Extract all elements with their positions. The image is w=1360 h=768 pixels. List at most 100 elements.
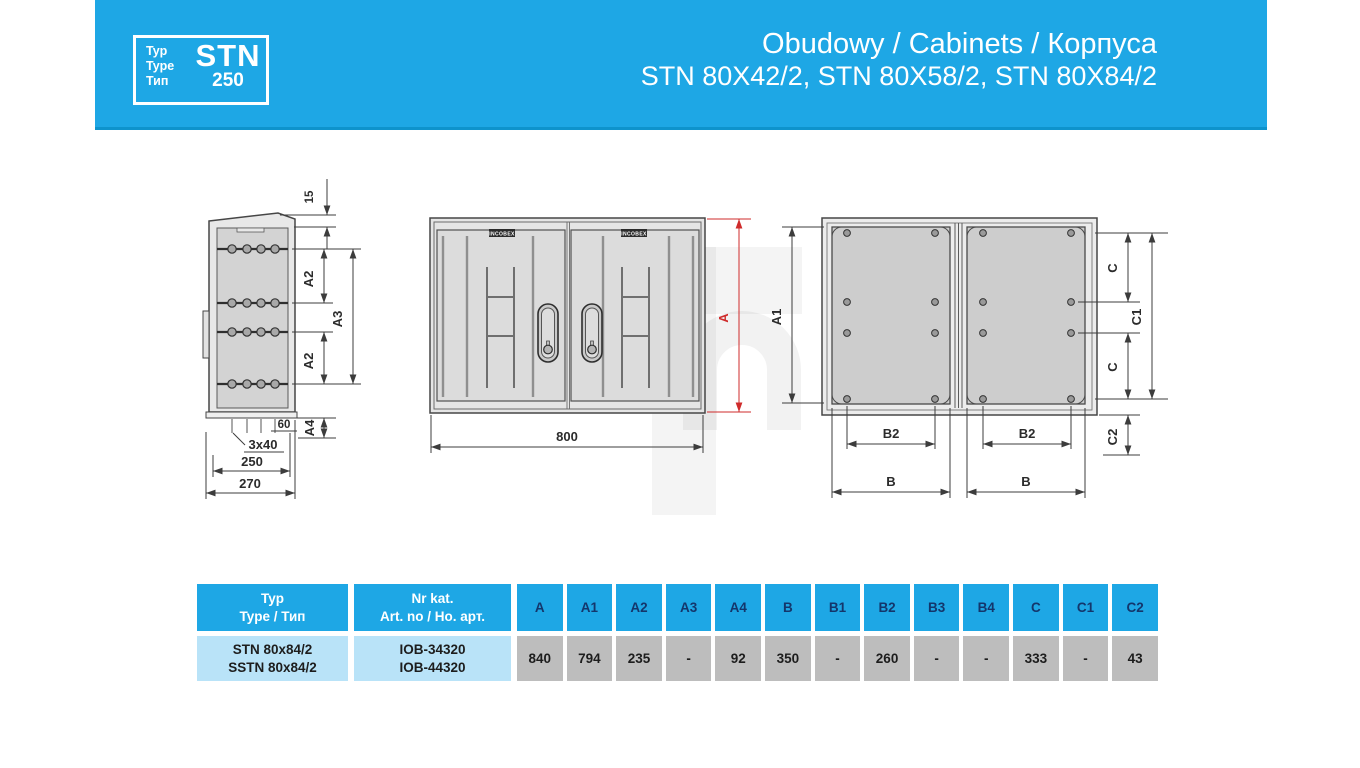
side-view-drawing: 15 A2 A3 A2 A4 60 3x40 250 270	[202, 179, 361, 499]
type-box: Typ Type Тип STN 250	[133, 35, 269, 105]
rear-panel-left	[831, 226, 951, 405]
cell-value-b1: -	[814, 636, 861, 681]
cell-value-c: 333	[1013, 636, 1059, 681]
rear-center-split	[954, 223, 963, 408]
cell-value-a2: 235	[616, 636, 662, 681]
side-dimensions	[205, 179, 361, 499]
type-label-typ: Typ	[146, 44, 168, 58]
brand-badge-left	[489, 229, 515, 237]
rear-panel-right	[966, 226, 1086, 405]
front-inner-frame	[433, 221, 702, 410]
drawings-svg: 15 A2 A3 A2 A4 60 3x40 250 270	[202, 179, 1168, 515]
door-handle-left	[537, 303, 559, 363]
dim-table: Typ Type / Тип Nr kat. Art. no / Но. арт…	[197, 584, 1158, 681]
th-art-line2: Art. no / Но. арт.	[380, 608, 485, 624]
dim-roof-offset-label: 15	[304, 190, 316, 203]
column-header-c: C	[1013, 584, 1059, 631]
dim-b2-right-label: B2	[1019, 426, 1036, 441]
panel-corner-notches	[831, 226, 1086, 405]
dim-b-right-label: B	[1021, 474, 1030, 489]
front-view-drawing: INCOBEX INCOBEX 800	[429, 217, 751, 453]
bolts	[227, 244, 280, 389]
cell-value-b: 350	[765, 636, 811, 681]
dim-c1-label: C1	[1129, 309, 1144, 326]
header-band: Typ Type Тип STN 250 Obudowy / Cabinets …	[95, 0, 1267, 130]
cell-value-b4: -	[963, 636, 1010, 681]
dim-a2-top-label: A2	[301, 271, 316, 288]
th-type: Typ Type / Тип	[197, 584, 348, 631]
dim-a2-bottom-label: A2	[301, 353, 316, 370]
side-hinge	[202, 310, 210, 359]
door-handle-right	[581, 303, 603, 363]
rear-view-drawing: A1 C C C1 C2 B2 B2 B B	[769, 217, 1168, 498]
side-base	[205, 411, 298, 419]
dim-height-a-label: A	[716, 313, 731, 323]
page-subtitle: STN 80X42/2, STN 80X58/2, STN 80X84/2	[640, 61, 1157, 92]
dim-c-upper-label: C	[1105, 263, 1120, 273]
cell-art-no: IOB-34320 IOB-44320	[354, 636, 511, 681]
technical-drawings: 15 A2 A3 A2 A4 60 3x40 250 270	[0, 150, 1360, 540]
rear-dimensions	[782, 226, 1168, 498]
type-label-tip: Тип	[146, 74, 169, 88]
cell-value-b3: -	[913, 636, 960, 681]
dim-hole-spacing-label: 3x40	[249, 437, 278, 452]
cell-type-line2: SSTN 80x84/2	[228, 659, 317, 675]
series-name: STN	[195, 38, 261, 73]
column-header-a: A	[517, 584, 563, 631]
rear-screws	[843, 229, 1075, 403]
th-type-line1: Typ	[261, 590, 284, 606]
table-data-row: STN 80x84/2 SSTN 80x84/2 IOB-34320 IOB-4…	[197, 636, 1158, 681]
th-art-no: Nr kat. Art. no / Но. арт.	[354, 584, 511, 631]
cell-value-a: 840	[517, 636, 563, 681]
column-header-b4: B4	[963, 584, 1010, 631]
cell-value-c1: -	[1062, 636, 1109, 681]
side-top-notch	[236, 227, 265, 233]
cell-value-b2: 260	[864, 636, 910, 681]
column-header-a1: A1	[566, 584, 613, 631]
dim-a3-label: A3	[330, 311, 345, 328]
brand-badge-right	[621, 229, 647, 237]
th-type-line2: Type / Тип	[239, 608, 306, 624]
dim-b2-left-label: B2	[883, 426, 900, 441]
cell-value-a3: -	[665, 636, 712, 681]
page-title-block: Obudowy / Cabinets / Корпуса STN 80X42/2…	[641, 28, 1157, 92]
column-header-a4: A4	[715, 584, 762, 631]
door-ladder-pattern	[486, 267, 650, 388]
dim-width-800-label: 800	[556, 429, 578, 444]
cell-value-a4: 92	[715, 636, 762, 681]
keyhole	[543, 344, 553, 355]
front-height-dimension-red	[707, 218, 751, 413]
dim-depth-270-label: 270	[239, 476, 261, 491]
column-header-b3: B3	[913, 584, 960, 631]
column-header-c1: C1	[1062, 584, 1109, 631]
brand-label-right: INCOBEX	[621, 232, 647, 238]
column-header-c2: C2	[1112, 584, 1158, 631]
keyhole	[587, 344, 597, 355]
dim-c2-label: C2	[1105, 429, 1120, 446]
front-dimensions	[430, 415, 704, 453]
dim-depth-250-label: 250	[241, 454, 263, 469]
dim-b-left-label: B	[886, 474, 895, 489]
type-label-type: Type	[146, 59, 175, 73]
dim-c-lower-label: C	[1105, 362, 1120, 372]
door-ribs	[441, 236, 695, 397]
bolt-leader-lines	[231, 419, 276, 433]
cell-type: STN 80x84/2 SSTN 80x84/2	[197, 636, 348, 681]
column-header-a3: A3	[665, 584, 712, 631]
cell-type-line1: STN 80x84/2	[232, 641, 313, 657]
column-header-a2: A2	[616, 584, 662, 631]
page-title: Obudowy / Cabinets / Корпуса	[762, 28, 1157, 60]
cell-value-c2: 43	[1112, 636, 1158, 681]
dim-edge-60-label: 60	[278, 419, 291, 431]
rear-inner-frame	[826, 222, 1093, 411]
column-header-b: B	[765, 584, 811, 631]
door-split-lines	[566, 222, 570, 409]
type-box-labels: Typ Type Тип	[136, 38, 190, 102]
dim-a1-label: A1	[769, 309, 784, 326]
table-header-row: Typ Type / Тип Nr kat. Art. no / Но. арт…	[197, 584, 1158, 631]
series-size: 250	[212, 70, 244, 91]
cell-art-line1: IOB-34320	[399, 641, 466, 657]
dim-a4-label: A4	[302, 419, 317, 436]
brand-label-left: INCOBEX	[489, 232, 515, 238]
